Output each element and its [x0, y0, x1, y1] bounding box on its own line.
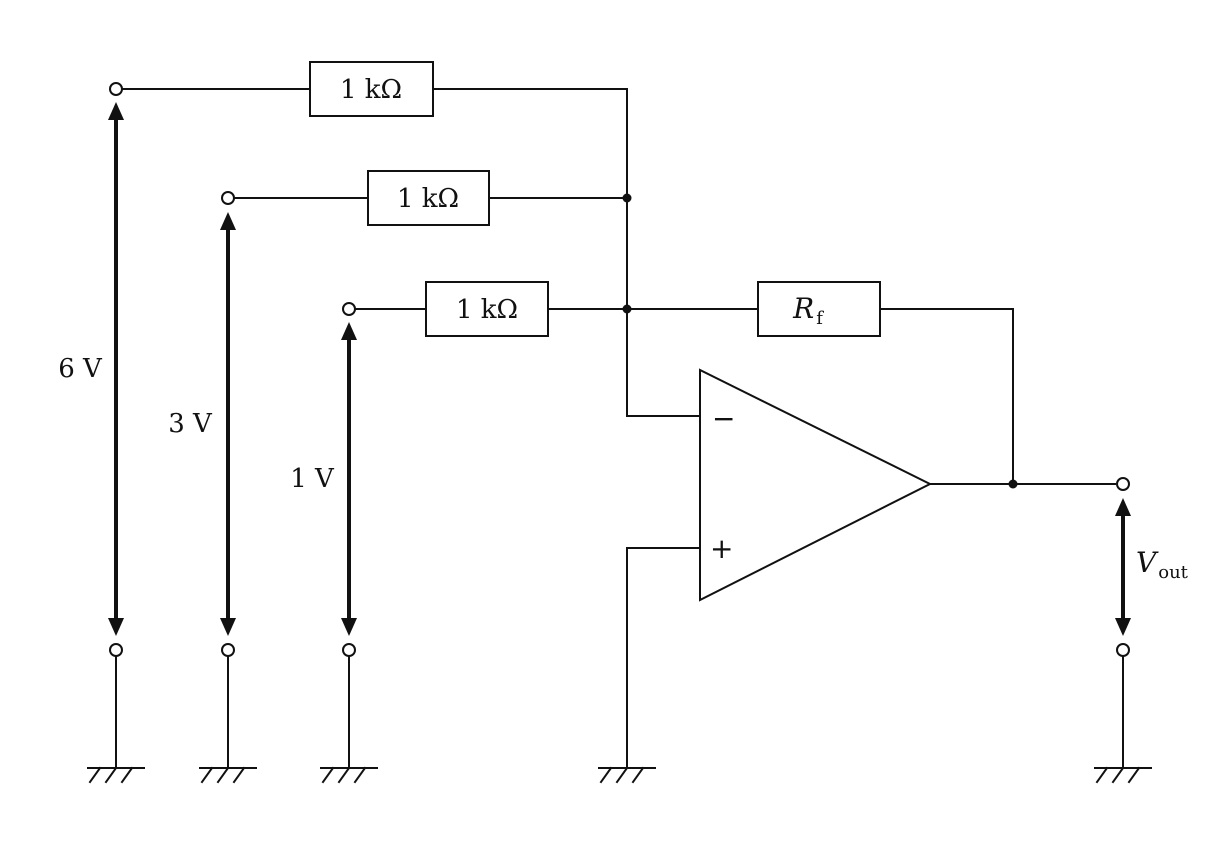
- resistor-3: 1 kΩ: [425, 281, 549, 337]
- input-terminal-3: [342, 302, 356, 316]
- ground-symbol-2: [199, 766, 257, 784]
- source-voltage-1v: 1 V: [290, 464, 335, 494]
- ground-terminal-1: [109, 643, 123, 657]
- resistor-1-label: 1 kΩ: [340, 75, 402, 105]
- ground-symbol-3: [320, 766, 378, 784]
- noninverting-input-sign: +: [710, 532, 733, 565]
- resistor-3-label: 1 kΩ: [456, 295, 518, 325]
- output-ground-terminal: [1116, 643, 1130, 657]
- resistor-2-label: 1 kΩ: [397, 184, 459, 214]
- ground-terminal-3: [342, 643, 356, 657]
- output-voltage-arrow: [1115, 498, 1131, 636]
- junction-dot: [622, 304, 632, 314]
- source-voltage-6v: 6 V: [58, 354, 103, 384]
- feedback-resistor-symbol: R: [792, 292, 814, 325]
- ground-terminal-2: [221, 643, 235, 657]
- ground-symbol-5: [1094, 766, 1152, 784]
- resistor-1: 1 kΩ: [309, 61, 434, 117]
- ground-symbol-4: [598, 766, 656, 784]
- source-voltage-3v: 3 V: [168, 409, 213, 439]
- input-terminal-2: [221, 191, 235, 205]
- junction-dot: [1008, 479, 1018, 489]
- op-amp: − +: [699, 368, 933, 602]
- output-voltage-symbol: V: [1136, 546, 1159, 579]
- feedback-resistor-subscript: f: [816, 308, 824, 329]
- junction-dot: [622, 193, 632, 203]
- ground-symbol-1: [87, 766, 145, 784]
- voltage-arrow-3v: [220, 212, 236, 636]
- input-terminal-1: [109, 82, 123, 96]
- output-terminal: [1116, 477, 1130, 491]
- voltage-arrow-1v: [341, 322, 357, 636]
- inverting-input-sign: −: [712, 402, 735, 435]
- output-voltage-subscript: out: [1158, 562, 1188, 583]
- voltage-arrow-6v: [108, 102, 124, 636]
- wires: [115, 88, 1124, 769]
- resistor-2: 1 kΩ: [367, 170, 490, 226]
